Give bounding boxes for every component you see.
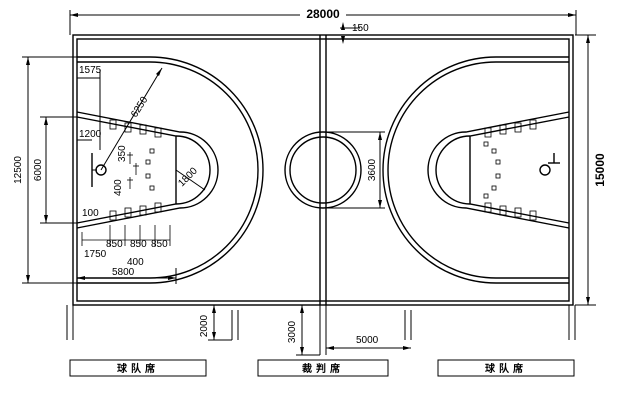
dim-lane-mark-3-label: 850 [130, 239, 147, 250]
dim-free-throw-distance: 5800 [77, 267, 177, 284]
dim-lane-line-width-label: 100 [82, 208, 99, 219]
left-bench-label: 球队席 [117, 362, 159, 375]
dim-sideline-span-label: 12500 [13, 156, 24, 184]
dim-corner-mark: 1575 [77, 65, 102, 150]
left-backboard [91, 153, 107, 187]
dim-free-throw-distance-label: 5800 [112, 267, 135, 278]
dim-lane-line-width: 100 [82, 208, 99, 219]
dim-lane-mark-1-label: 1750 [84, 249, 107, 260]
left-free-throw-dashes [127, 148, 155, 191]
dim-lane-mark-spacing-label: 400 [127, 257, 144, 268]
dim-center-line-width-label: 150 [352, 23, 369, 34]
dim-lane-marks: 1750 850 850 850 400 [81, 225, 171, 268]
center-line [319, 35, 327, 305]
dim-backboard-offset-label: 1200 [79, 129, 102, 140]
dim-bench-depth: 2000 [199, 305, 232, 341]
left-three-point-arc [77, 56, 264, 284]
bench-posts [66, 305, 576, 355]
dim-corner-mark-label: 1575 [79, 65, 102, 76]
right-lane-marks-bottom [484, 202, 537, 221]
dim-table-depth: 3000 [287, 305, 320, 356]
dim-length-label: 28000 [306, 7, 340, 21]
dim-three-point-radius-label: 6250 [129, 95, 150, 120]
left-lane-marks-top [109, 119, 162, 138]
dim-backboard-offset: 1200 [77, 129, 102, 141]
right-bench-box: 球队席 [437, 359, 575, 377]
right-backboard [539, 153, 560, 176]
dim-hoop-gap: 400 [113, 179, 124, 196]
dim-center-line-width: 150 [340, 22, 369, 44]
center-circle [284, 131, 362, 209]
dim-width-label: 15000 [593, 153, 607, 187]
right-key [427, 111, 570, 229]
dim-hoop-offset: 350 [117, 145, 128, 162]
dim-width: 15000 [575, 34, 607, 306]
dim-free-throw-radius-label: 1800 [176, 165, 200, 189]
dim-lane-mark-4-label: 850 [151, 239, 168, 250]
court-boundary [72, 34, 574, 306]
scorer-table-box: 裁判席 [257, 359, 389, 377]
dim-lane-mark-2-label: 850 [106, 239, 123, 250]
left-bench-box: 球队席 [69, 359, 207, 377]
dim-table-offset-label: 5000 [356, 335, 379, 346]
dim-lane-width-label: 6000 [33, 158, 44, 181]
dim-length: 28000 [69, 6, 577, 35]
scorer-table-label: 裁判席 [302, 362, 344, 375]
dim-center-circle-label: 3600 [367, 158, 378, 181]
right-bench-label: 球队席 [485, 362, 527, 375]
dim-center-circle: 3600 [323, 131, 385, 209]
right-free-throw-dashes [483, 141, 501, 199]
dim-table-offset: 5000 [326, 335, 411, 350]
dim-hoop-gap-label: 400 [113, 179, 124, 196]
left-lane-marks-bottom [109, 202, 162, 221]
dim-hoop-offset-label: 350 [117, 145, 128, 162]
dim-bench-depth-label: 2000 [199, 314, 210, 337]
dim-free-throw-radius: 1800 [175, 165, 206, 191]
right-lane-marks-top [484, 119, 537, 138]
dim-table-depth-label: 3000 [287, 320, 298, 343]
right-three-point-arc [382, 56, 569, 284]
dim-sideline-span: 12500 [13, 56, 77, 284]
dim-lane-width: 6000 [33, 116, 77, 224]
